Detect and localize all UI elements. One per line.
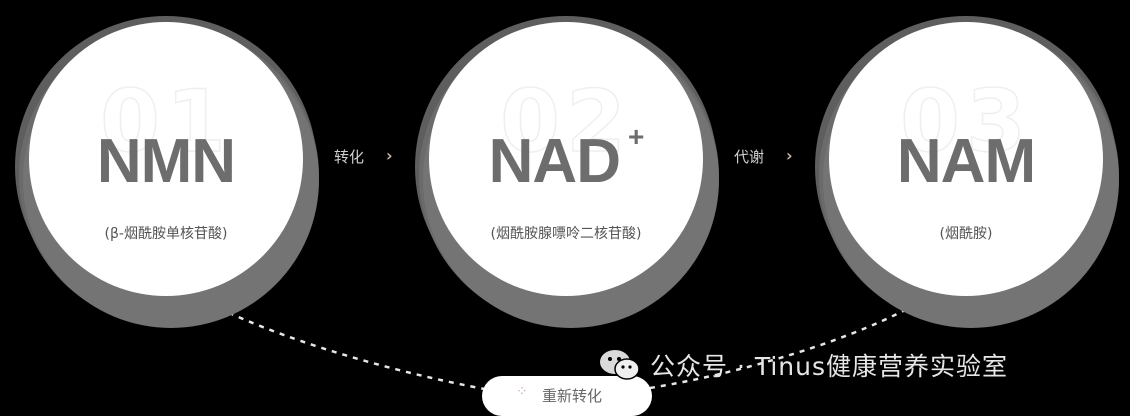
wechat-icon: [598, 348, 642, 382]
node-disc: 03 NAM (烟酰胺): [829, 22, 1103, 296]
node-subtitle: (烟酰胺腺嘌呤二核苷酸): [490, 226, 642, 242]
cycle-pill: ⁘ 重新转化: [482, 376, 652, 416]
node-nad: 02 NAD+ (烟酰胺腺嘌呤二核苷酸): [415, 16, 719, 328]
node-title: NMN: [96, 127, 236, 196]
node-title: NAM: [896, 127, 1036, 196]
arrow-label-metabolize: 代谢: [734, 148, 765, 166]
node-disc: 02 NAD+ (烟酰胺腺嘌呤二核苷酸): [429, 22, 703, 296]
cycle-label: 重新转化: [542, 387, 603, 405]
node-title: NAD+: [488, 121, 645, 196]
node-title-sup: +: [627, 121, 644, 153]
arrow-right-icon: ›: [386, 146, 393, 165]
watermark-text: 公众号 · Tinus健康营养实验室: [650, 352, 1009, 381]
node-number: 01: [99, 71, 232, 173]
arrow-label-convert: 转化: [334, 148, 365, 166]
node-number: 02: [499, 71, 632, 173]
node-nmn: 01 NMN (β-烟酰胺单核苷酸): [15, 16, 319, 328]
node-disc: 01 NMN (β-烟酰胺单核苷酸): [29, 22, 303, 296]
arrow-right-icon: ›: [786, 146, 793, 165]
watermark: 公众号 · Tinus健康营养实验室: [598, 347, 1008, 383]
node-subtitle: (烟酰胺): [939, 226, 993, 242]
node-number: 03: [899, 71, 1032, 173]
node-subtitle: (β-烟酰胺单核苷酸): [104, 226, 228, 242]
node-nam: 03 NAM (烟酰胺): [815, 16, 1119, 328]
dots-icon: ⁘: [516, 384, 528, 400]
